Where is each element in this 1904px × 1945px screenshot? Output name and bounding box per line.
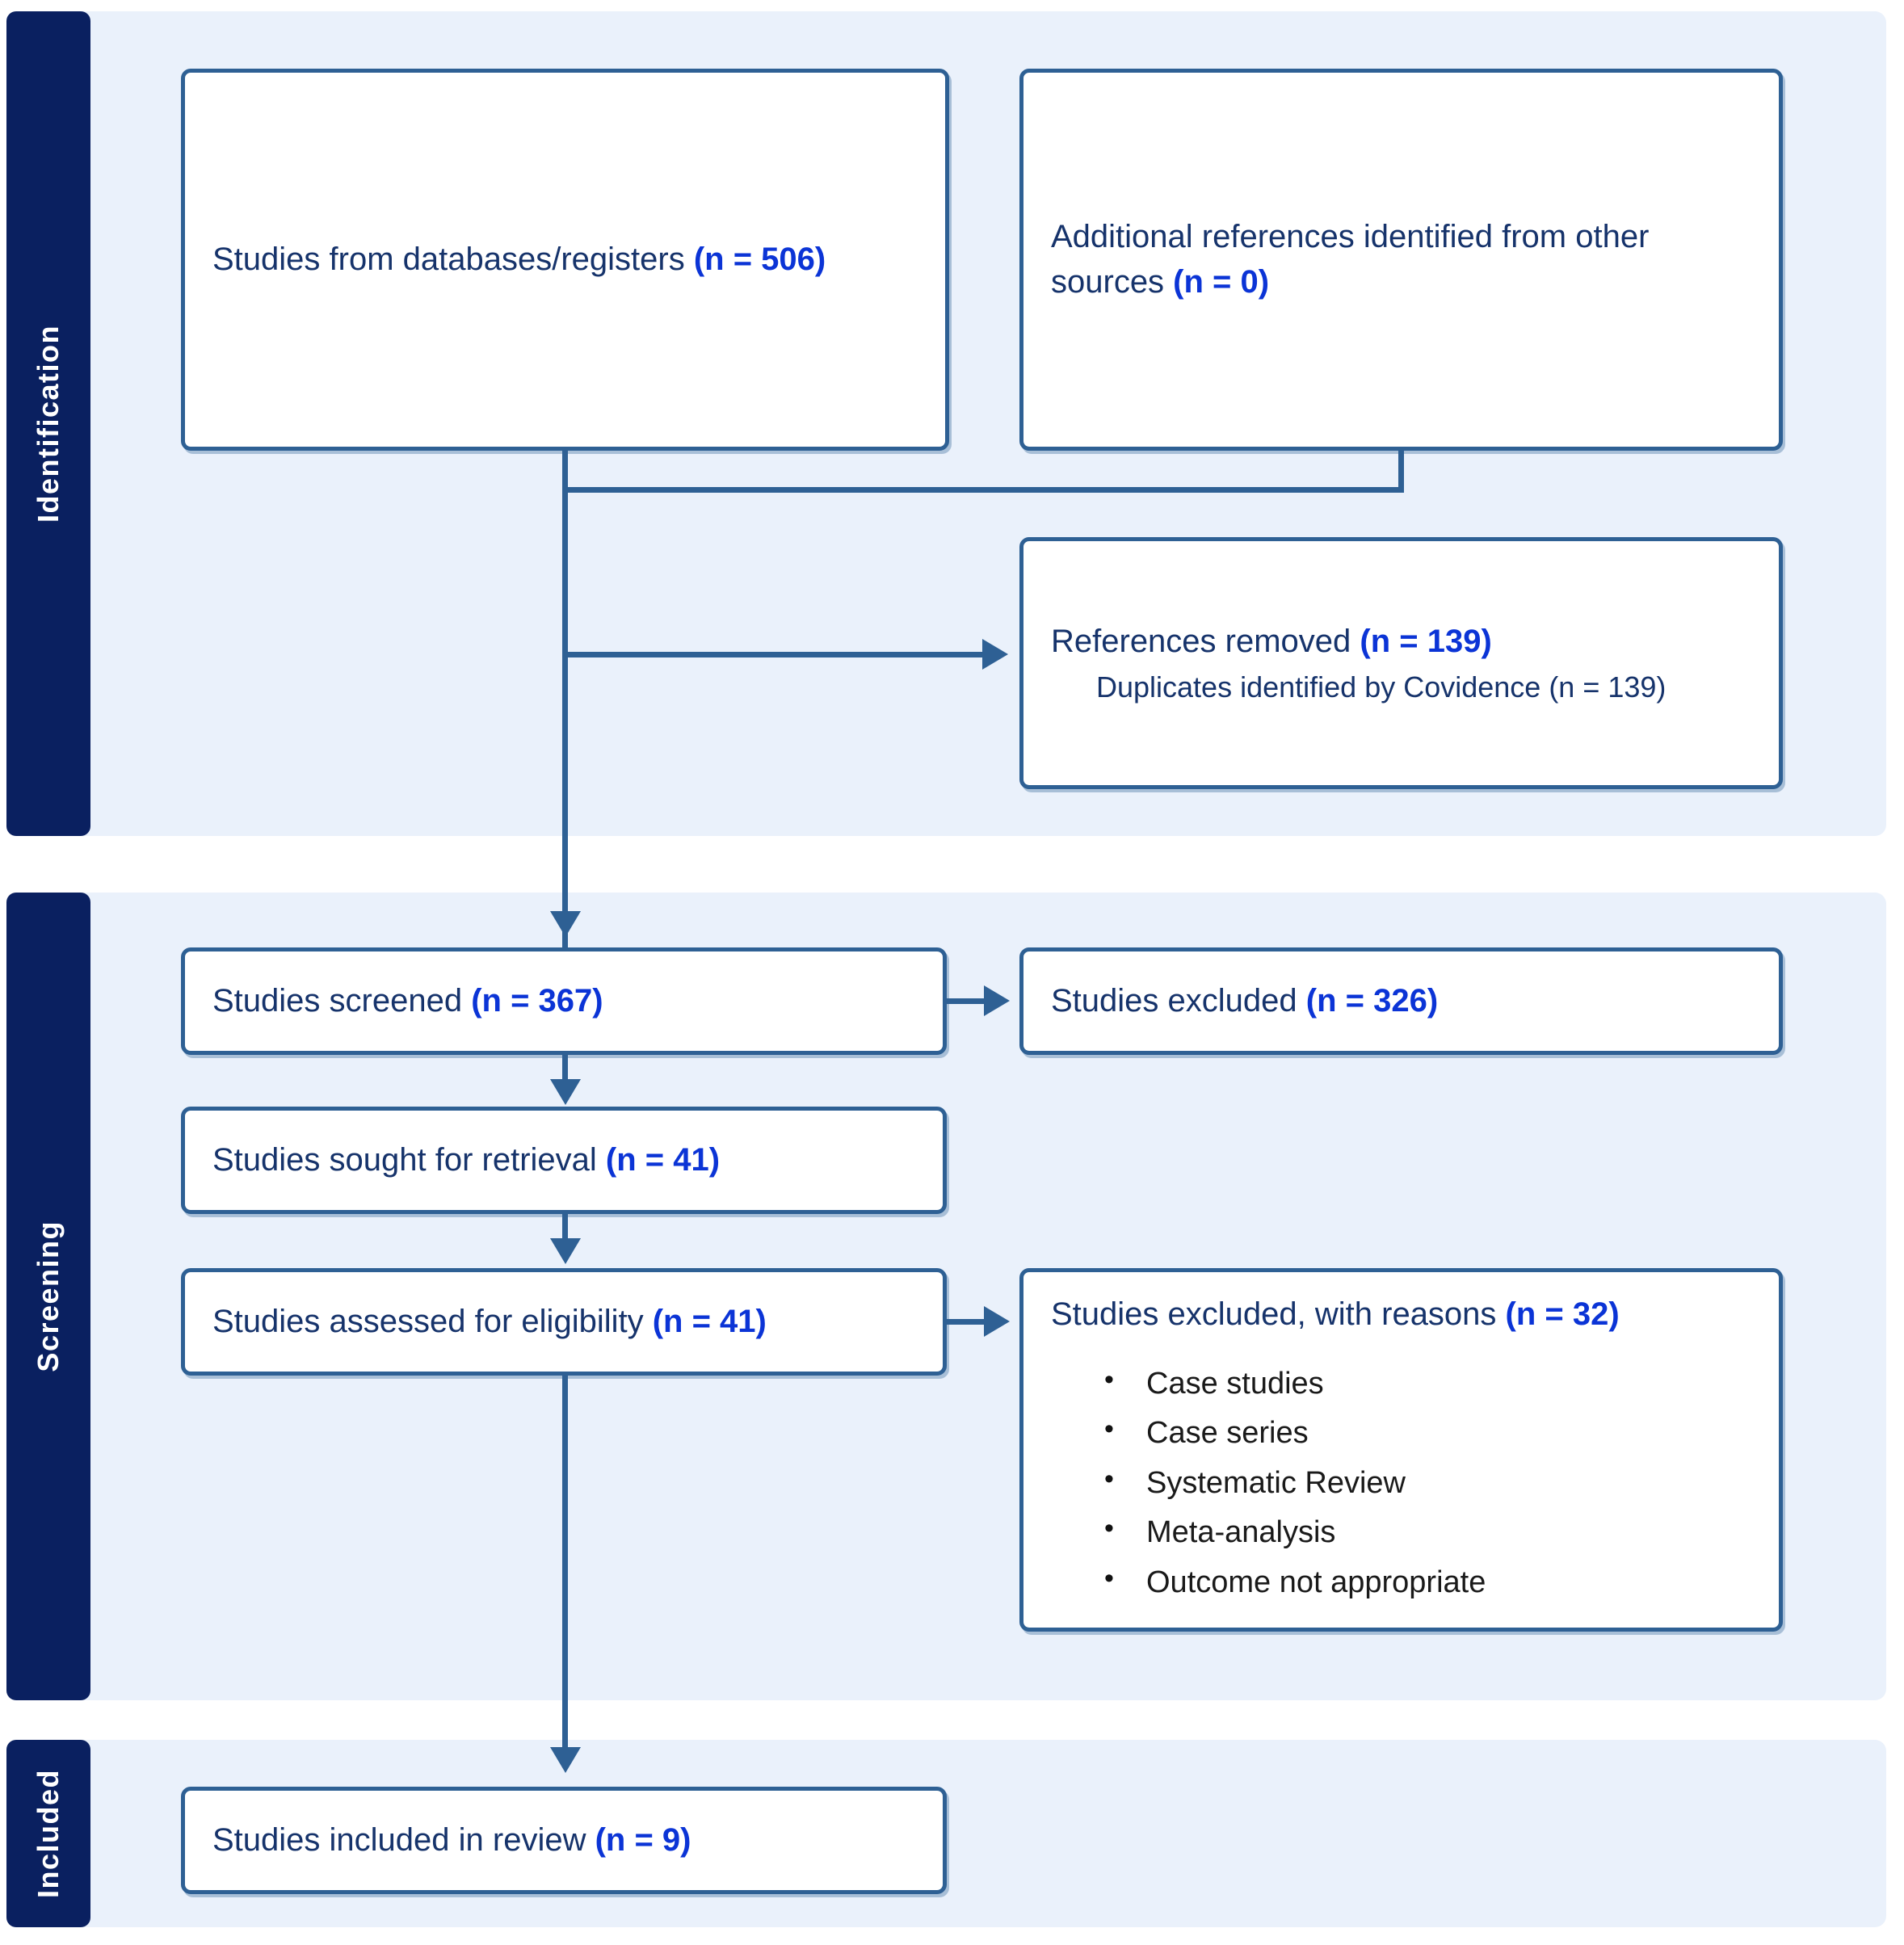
box-additional-references: Additional references identified from ot… bbox=[1019, 69, 1783, 451]
box-excluded-reasons-text: Studies excluded, with reasons (n = 32) bbox=[1051, 1292, 1751, 1337]
phase-label-screening: Screening bbox=[6, 893, 90, 1700]
connector-merge-horizontal bbox=[562, 487, 1404, 493]
connector-identification-spine bbox=[562, 487, 568, 1008]
exclusion-reason-list: Case studies Case series Systematic Revi… bbox=[1051, 1358, 1751, 1608]
arrowhead-to-removed bbox=[982, 639, 1008, 670]
phase-label-identification-text: Identification bbox=[32, 325, 65, 523]
box-studies-assessed-for-eligibility: Studies assessed for eligibility (n = 41… bbox=[181, 1268, 947, 1376]
connector-to-removed bbox=[565, 652, 986, 657]
box-databases-label: Studies from databases/registers bbox=[212, 241, 694, 277]
box-sought-label: Studies sought for retrieval bbox=[212, 1141, 606, 1178]
arrowhead-to-excluded-screened bbox=[984, 985, 1010, 1016]
box-included-count: (n = 9) bbox=[595, 1821, 691, 1858]
box-additional-count: (n = 0) bbox=[1173, 263, 1270, 300]
list-item: Meta-analysis bbox=[1104, 1506, 1751, 1558]
box-excluded-screened-count: (n = 326) bbox=[1305, 982, 1439, 1019]
box-references-removed: References removed (n = 139) Duplicates … bbox=[1019, 537, 1783, 789]
box-studies-screened: Studies screened (n = 367) bbox=[181, 947, 947, 1055]
box-removed-text: References removed (n = 139) bbox=[1051, 620, 1751, 664]
list-item: Case series bbox=[1104, 1407, 1751, 1459]
connector-additional-down bbox=[1398, 451, 1404, 493]
box-databases-count: (n = 506) bbox=[693, 241, 826, 277]
arrowhead-to-screened bbox=[550, 911, 581, 937]
arrowhead-to-sought bbox=[550, 1079, 581, 1105]
box-included-label: Studies included in review bbox=[212, 1821, 595, 1858]
arrowhead-to-included bbox=[550, 1747, 581, 1773]
phase-label-identification: Identification bbox=[6, 11, 90, 836]
box-removed-label: References removed bbox=[1051, 624, 1360, 659]
box-assessed-text: Studies assessed for eligibility (n = 41… bbox=[212, 1300, 915, 1344]
box-screened-count: (n = 367) bbox=[471, 982, 603, 1019]
box-databases-text: Studies from databases/registers (n = 50… bbox=[212, 237, 918, 282]
box-studies-excluded: Studies excluded (n = 326) bbox=[1019, 947, 1783, 1055]
box-additional-text: Additional references identified from ot… bbox=[1051, 215, 1751, 304]
box-screened-label: Studies screened bbox=[212, 982, 472, 1019]
connector-assessed-to-excluded-reasons bbox=[947, 1319, 987, 1325]
box-sought-text: Studies sought for retrieval (n = 41) bbox=[212, 1138, 915, 1183]
list-item: Case studies bbox=[1104, 1358, 1751, 1409]
list-item: Outcome not appropriate bbox=[1104, 1556, 1751, 1608]
box-studies-from-databases: Studies from databases/registers (n = 50… bbox=[181, 69, 949, 451]
box-sought-count: (n = 41) bbox=[605, 1141, 721, 1178]
box-screened-text: Studies screened (n = 367) bbox=[212, 979, 915, 1023]
connector-databases-down bbox=[562, 451, 568, 493]
box-assessed-count: (n = 41) bbox=[652, 1303, 767, 1339]
arrowhead-to-excluded-reasons bbox=[984, 1306, 1010, 1337]
connector-screened-to-excluded bbox=[947, 998, 987, 1004]
box-studies-excluded-with-reasons: Studies excluded, with reasons (n = 32) … bbox=[1019, 1268, 1783, 1632]
box-included-text: Studies included in review (n = 9) bbox=[212, 1818, 915, 1863]
connector-screened-to-sought bbox=[562, 1055, 568, 1084]
box-assessed-label: Studies assessed for eligibility bbox=[212, 1303, 653, 1339]
box-excluded-reasons-count: (n = 32) bbox=[1505, 1296, 1620, 1332]
box-removed-count: (n = 139) bbox=[1360, 624, 1492, 659]
box-excluded-screened-text: Studies excluded (n = 326) bbox=[1051, 979, 1751, 1023]
connector-assessed-to-included bbox=[562, 1376, 568, 1757]
phase-label-included: Included bbox=[6, 1740, 90, 1927]
box-additional-label: Additional references identified from ot… bbox=[1051, 219, 1650, 300]
box-removed-detail: Duplicates identified by Covidence (n = … bbox=[1096, 670, 1667, 704]
list-item: Systematic Review bbox=[1104, 1457, 1751, 1509]
box-studies-sought-for-retrieval: Studies sought for retrieval (n = 41) bbox=[181, 1107, 947, 1214]
connector-sought-to-assessed bbox=[562, 1214, 568, 1243]
box-excluded-reasons-label: Studies excluded, with reasons bbox=[1051, 1296, 1506, 1332]
phase-label-screening-text: Screening bbox=[32, 1220, 65, 1372]
arrowhead-to-assessed bbox=[550, 1238, 581, 1264]
phase-label-included-text: Included bbox=[32, 1768, 65, 1898]
box-studies-included-in-review: Studies included in review (n = 9) bbox=[181, 1787, 947, 1894]
box-excluded-screened-label: Studies excluded bbox=[1051, 982, 1306, 1019]
